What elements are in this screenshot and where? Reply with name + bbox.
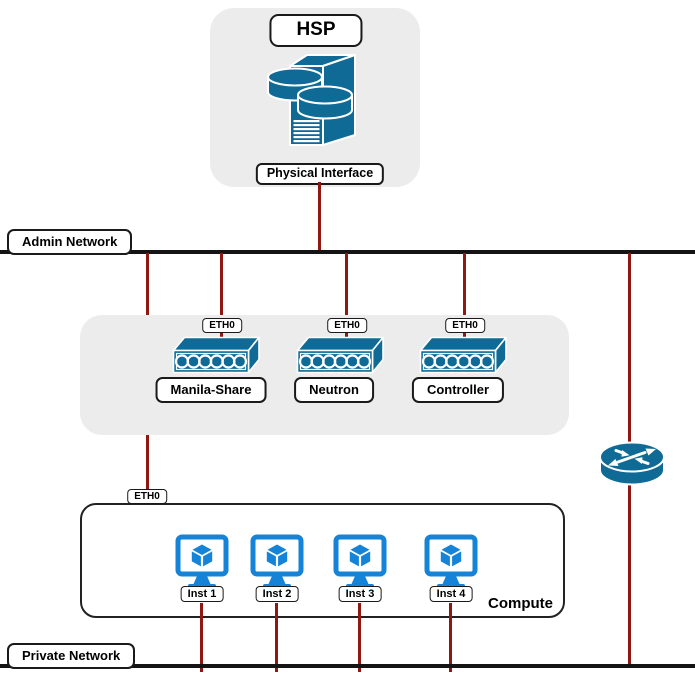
private-network-label: Private Network xyxy=(7,643,136,670)
instance-icon-1 xyxy=(175,534,229,589)
instance-icon-3 xyxy=(333,534,387,589)
server-vent-grill xyxy=(293,120,320,143)
physical-interface-label: Physical Interface xyxy=(255,163,385,185)
switch-icon-neutron xyxy=(296,336,384,374)
wire-inst3-to-private xyxy=(358,603,361,672)
services-group-panel xyxy=(80,315,569,435)
instance-icon-4 xyxy=(424,534,478,589)
manila-eth0-label: ETH0 xyxy=(202,318,242,333)
instance-icon-2 xyxy=(250,534,304,589)
hsp-label: HSP xyxy=(269,14,363,47)
switch-icon-manila xyxy=(172,336,260,374)
neutron-eth0-label: ETH0 xyxy=(327,318,367,333)
private-network-bus xyxy=(0,664,695,668)
wire-inst1-to-private xyxy=(200,603,203,672)
router-icon xyxy=(599,441,665,486)
neutron-label: Neutron xyxy=(294,377,374,404)
storage-server-icon xyxy=(267,54,356,146)
inst-4-label: Inst 4 xyxy=(429,586,473,603)
inst-1-label: Inst 1 xyxy=(180,586,224,603)
router-arrowheads xyxy=(608,448,656,466)
controller-eth0-label: ETH0 xyxy=(445,318,485,333)
switch-icon-controller xyxy=(419,336,507,374)
compute-eth0-label: ETH0 xyxy=(127,489,167,504)
wire-hsp-to-admin xyxy=(318,182,321,253)
inst-3-label: Inst 3 xyxy=(338,586,382,603)
controller-label: Controller xyxy=(411,377,505,404)
compute-caption: Compute xyxy=(488,595,553,612)
wire-admin-to-neutron xyxy=(345,253,348,321)
wire-inst2-to-private xyxy=(275,603,278,672)
admin-network-label: Admin Network xyxy=(7,229,133,256)
wire-inst4-to-private xyxy=(449,603,452,672)
compute-host-box xyxy=(80,503,565,618)
inst-2-label: Inst 2 xyxy=(255,586,299,603)
admin-network-bus xyxy=(0,250,695,254)
manila-share-label: Manila-Share xyxy=(155,377,267,404)
wire-admin-to-controller xyxy=(463,253,466,321)
wire-admin-to-manila xyxy=(220,253,223,321)
